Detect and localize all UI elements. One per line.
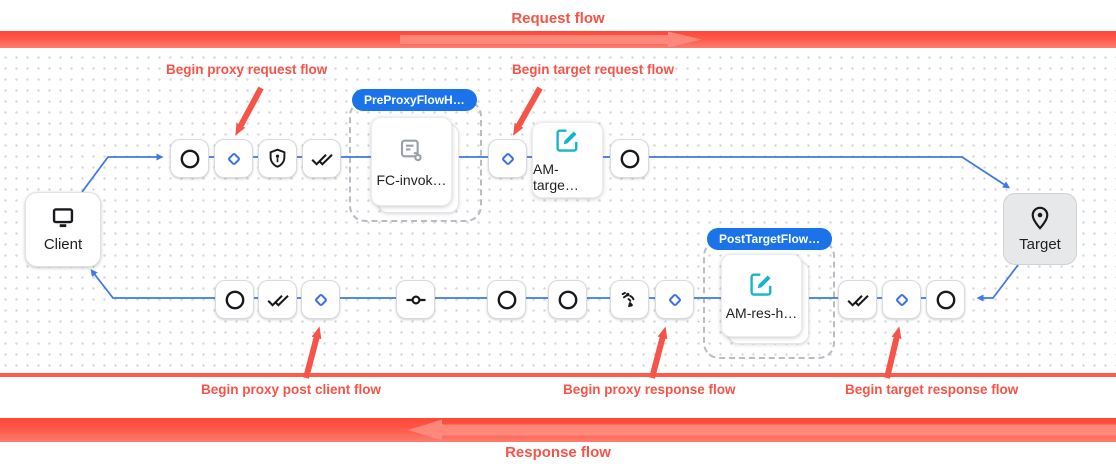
location-pin-icon	[1031, 206, 1049, 230]
annotation-proxy-post-client: Begin proxy post client flow	[201, 382, 382, 397]
step-request-end[interactable]	[610, 139, 649, 178]
policy-card-am-response[interactable]: AM-res-h…	[721, 254, 802, 337]
step-response-end[interactable]	[215, 280, 254, 319]
edit-icon	[750, 273, 772, 296]
target-node[interactable]: Target	[1003, 193, 1077, 265]
annotation-proxy-response: Begin proxy response flow	[563, 382, 736, 397]
diamond-step-icon	[895, 293, 908, 306]
commit-icon	[406, 295, 425, 305]
step-verify-policy[interactable]	[838, 280, 877, 319]
step-proxy-response-flow-marker[interactable]	[655, 280, 694, 319]
circle-step-icon	[497, 290, 516, 309]
diamond-step-icon	[501, 152, 514, 165]
step-response-start[interactable]	[926, 280, 965, 319]
step-message-logging-policy[interactable]	[610, 280, 649, 319]
policy-label: AM-res-h…	[725, 304, 798, 321]
endpoint-label: Target	[1019, 236, 1061, 253]
done-all-icon	[846, 294, 869, 307]
pre-proxy-flow-badge[interactable]: PreProxyFlowH…	[352, 89, 477, 111]
bottom-red-divider	[0, 373, 1116, 377]
step-target-response-flow-marker[interactable]	[882, 280, 921, 319]
annotation-proxy-request: Begin proxy request flow	[166, 62, 328, 77]
step-connection-point[interactable]	[396, 280, 435, 319]
broadcast-icon	[621, 291, 635, 308]
diamond-step-icon	[227, 152, 240, 165]
dot-grid-background	[0, 52, 1116, 373]
step-request-start[interactable]	[170, 139, 209, 178]
circle-step-icon	[620, 149, 639, 168]
step-verify-policy[interactable]	[258, 280, 297, 319]
step-security-policy[interactable]	[258, 139, 297, 178]
step-verify-policy[interactable]	[302, 139, 341, 178]
annotation-target-request: Begin target request flow	[512, 62, 675, 77]
annotation-target-response: Begin target response flow	[845, 382, 1019, 397]
right-arrow-icon	[400, 31, 702, 48]
left-arrow-icon	[408, 419, 1116, 441]
flow-callout-icon	[400, 139, 422, 162]
endpoint-label: Client	[43, 235, 83, 253]
step-response-marker[interactable]	[487, 280, 526, 319]
step-proxy-request-flow-marker[interactable]	[214, 139, 253, 178]
edit-icon	[556, 129, 578, 152]
shield-icon	[269, 148, 286, 168]
policy-card-am-target[interactable]: AM-targe…	[532, 122, 603, 198]
policy-label: AM-targe…	[533, 161, 579, 193]
circle-step-icon	[936, 290, 955, 309]
diamond-step-icon	[314, 293, 327, 306]
step-post-client-flow-marker[interactable]	[301, 280, 340, 319]
post-target-flow-badge[interactable]: PostTargetFlow…	[707, 228, 833, 250]
policy-card-flow-callout[interactable]: FC-invok…	[371, 117, 452, 206]
response-flow-title: Response flow	[505, 444, 611, 461]
done-all-icon	[310, 153, 333, 166]
response-flow-band	[0, 418, 1116, 442]
request-flow-title: Request flow	[511, 10, 605, 27]
circle-step-icon	[180, 149, 199, 168]
monitor-icon	[52, 207, 74, 227]
diamond-step-icon	[668, 293, 681, 306]
request-flow-band	[0, 31, 1116, 48]
step-target-request-flow-marker[interactable]	[488, 139, 527, 178]
circle-step-icon	[558, 290, 577, 309]
policy-label: FC-invok…	[376, 172, 447, 188]
step-response-marker[interactable]	[548, 280, 587, 319]
client-node[interactable]: Client	[25, 192, 101, 267]
done-all-icon	[266, 294, 289, 307]
circle-step-icon	[225, 290, 244, 309]
